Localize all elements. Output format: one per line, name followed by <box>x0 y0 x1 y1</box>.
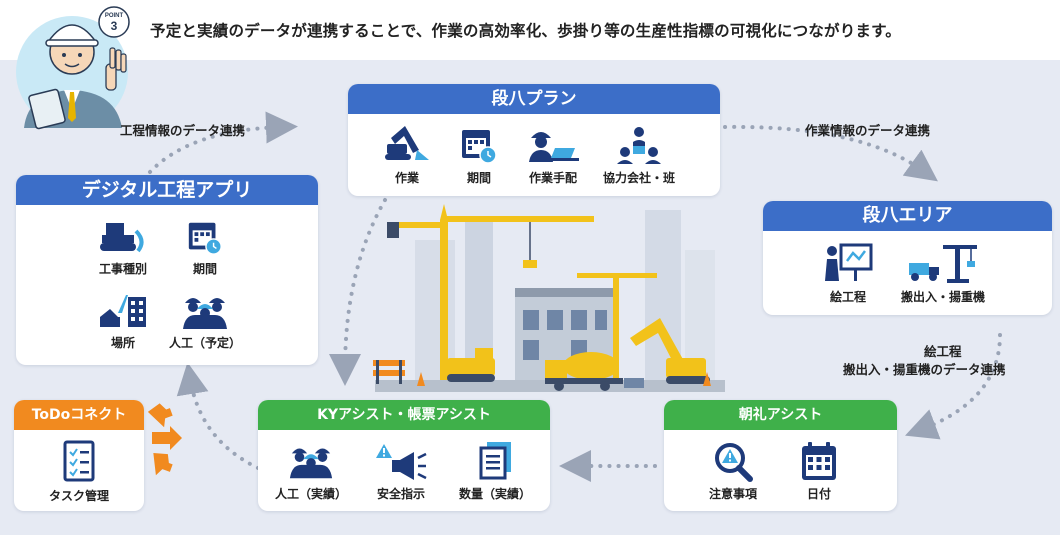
card-dan8-plan: 段八プラン 作業 期間 作業手配 <box>348 84 720 196</box>
card-title-ky-assist: KYアシスト・帳票アシスト <box>258 400 550 430</box>
digital-label-work-type: 工事種別 <box>98 262 147 276</box>
digital-item-period: 期間 <box>150 217 260 277</box>
digital-item-work-type: 工事種別 <box>68 217 178 277</box>
plan-label-work: 作業 <box>394 171 419 185</box>
digital-label-manpower-plan: 人工（予定） <box>168 336 241 350</box>
mascot-worker-illustration: POINT 3 <box>16 6 130 130</box>
workers-group-icon <box>289 448 333 479</box>
ky-item-safety: 安全指示 <box>346 440 456 502</box>
card-title-dan8-area: 段八エリア <box>763 201 1052 231</box>
morning-item-notes: 注意事項 <box>678 440 788 502</box>
area-item-visual-process: 絵工程 <box>793 241 903 305</box>
calendar-clock-icon <box>462 130 497 164</box>
flow-label-process: 工程情報のデータ連携 <box>120 123 246 138</box>
team-network-icon <box>617 127 661 164</box>
plan-item-period: 期間 <box>424 124 534 186</box>
card-morning-assist: 朝礼アシスト 注意事項 日付 <box>664 400 897 511</box>
building-site-icon <box>100 295 146 327</box>
ky-item-quantity-actual: 数量（実績） <box>440 440 550 502</box>
plan-item-partner: 協力会社・班 <box>584 124 694 186</box>
crane-truck-icon <box>909 245 977 283</box>
plan-label-period: 期間 <box>466 171 491 185</box>
flow-label-work: 作業情報のデータ連携 <box>805 123 931 138</box>
warning-megaphone-icon <box>376 444 427 480</box>
card-dan8-area: 段八エリア 絵工程 搬出入・揚重機 <box>763 201 1052 315</box>
area-label-lifting: 搬出入・揚重機 <box>900 290 985 304</box>
workers-group-icon <box>183 298 227 329</box>
point-badge-number: 3 <box>111 19 118 33</box>
digital-label-place: 場所 <box>110 336 135 350</box>
card-title-morning-assist: 朝礼アシスト <box>664 400 897 430</box>
plan-item-arrangement: 作業手配 <box>498 124 608 186</box>
magnifier-warning-icon <box>715 443 753 482</box>
morning-label-notes: 注意事項 <box>708 487 757 501</box>
todo-label-task: タスク管理 <box>48 489 109 503</box>
card-title-digital-process-app: デジタル工程アプリ <box>16 175 318 205</box>
card-title-dan8-plan: 段八プラン <box>348 84 720 114</box>
digital-item-place: 場所 <box>68 291 178 351</box>
card-title-todo-connect: ToDoコネクト <box>14 400 144 430</box>
todo-item-task: タスク管理 <box>24 440 134 504</box>
card-digital-process-app: デジタル工程アプリ 工事種別 期間 <box>16 175 318 365</box>
digital-label-period: 期間 <box>192 262 217 276</box>
header-text: 予定と実績のデータが連携することで、作業の高効率化、歩掛り等の生産性指標の可視化… <box>150 22 901 40</box>
presentation-board-icon <box>825 243 873 281</box>
ky-label-quantity-actual: 数量（実績） <box>458 487 531 501</box>
calendar-icon <box>802 442 836 480</box>
area-label-visual-process: 絵工程 <box>829 290 866 304</box>
morning-label-date: 日付 <box>806 487 831 501</box>
excavator-icon <box>385 126 429 160</box>
card-ky-assist: KYアシスト・帳票アシスト 人工（実績） 安全指示 <box>258 400 550 511</box>
bulldozer-icon <box>100 223 144 253</box>
construction-site-illustration <box>373 204 725 392</box>
digital-item-manpower-plan: 人工（予定） <box>150 291 260 351</box>
flow-label-area-1: 絵工程 <box>924 344 962 359</box>
ky-label-manpower-actual: 人工（実績） <box>274 487 347 501</box>
plan-item-work: 作業 <box>352 124 462 186</box>
worker-laptop-icon <box>529 132 579 162</box>
ky-label-safety: 安全指示 <box>376 487 425 501</box>
morning-item-date: 日付 <box>764 440 874 502</box>
card-todo-connect: ToDoコネクト タスク管理 <box>14 400 144 511</box>
plan-label-partner: 協力会社・班 <box>602 171 675 185</box>
area-item-lifting: 搬出入・揚重機 <box>888 241 998 305</box>
calendar-clock-icon <box>188 222 222 255</box>
plan-label-arrangement: 作業手配 <box>528 171 577 185</box>
flow-label-area-2: 搬出入・揚重機のデータ連携 <box>843 362 1006 377</box>
point-badge-word: POINT <box>105 13 124 19</box>
document-stack-icon <box>479 442 511 480</box>
checklist-icon <box>63 440 95 482</box>
ky-item-manpower-actual: 人工（実績） <box>256 440 366 502</box>
